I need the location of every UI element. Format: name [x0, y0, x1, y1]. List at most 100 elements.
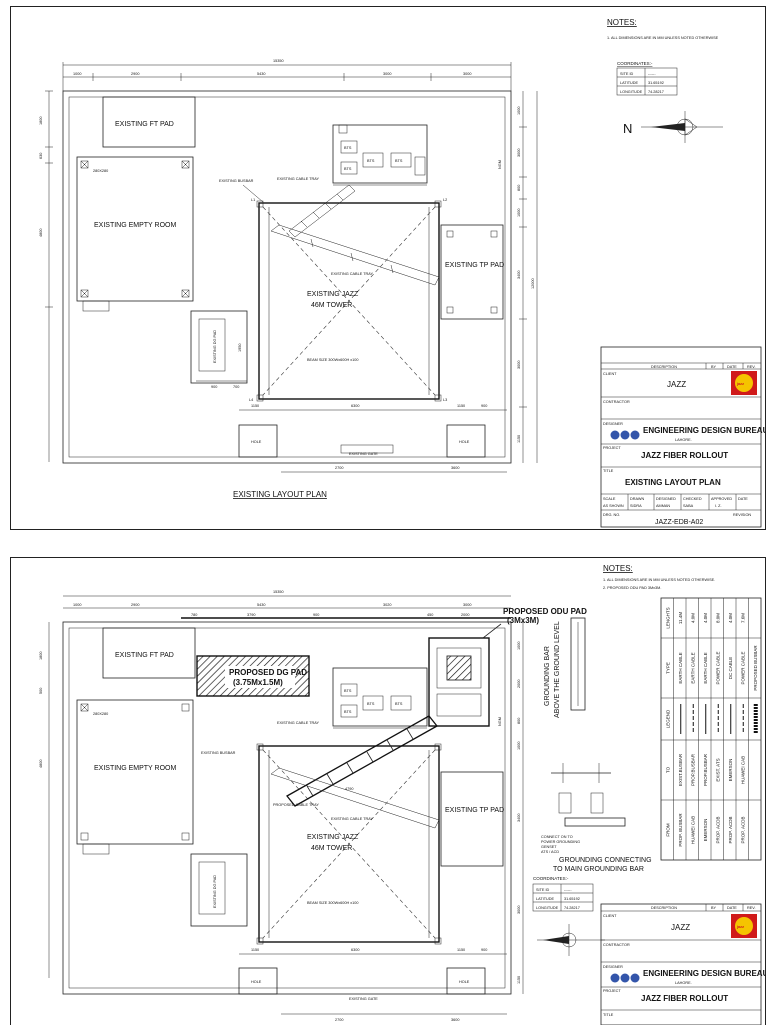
svg-text:ABOVE THE GROUND LEVEL: ABOVE THE GROUND LEVEL — [554, 621, 561, 718]
svg-text:ENGINEERING DESIGN BUREAU: ENGINEERING DESIGN BUREAU — [643, 426, 765, 435]
cable-cell: PROP. ACDB — [715, 817, 720, 844]
note-1: 1. ALL DIMENSIONS ARE IN MM UNLESS NOTED… — [603, 578, 715, 582]
svg-text:1150: 1150 — [517, 435, 521, 443]
svg-text:(3.75Mx1.5M): (3.75Mx1.5M) — [233, 678, 283, 687]
existing-cable-tray-label: EXISTING CABLE TRAY — [277, 177, 320, 181]
svg-text:JAZZ: JAZZ — [671, 923, 690, 932]
cable-header: TO — [665, 766, 670, 773]
existing-ft-pad — [102, 627, 196, 679]
svg-text:EXISTING TP PAD: EXISTING TP PAD — [445, 262, 504, 269]
svg-text:L4: L4 — [249, 398, 253, 402]
svg-text:EXISTING JAZZ: EXISTING JAZZ — [307, 291, 359, 298]
svg-text:I. Z.: I. Z. — [715, 504, 722, 508]
svg-text:1000: 1000 — [517, 107, 521, 115]
svg-text:GENSET: GENSET — [541, 845, 557, 849]
svg-text:DESIGNED: DESIGNED — [656, 497, 676, 501]
site-boundary — [62, 90, 512, 464]
svg-text:LATITUDE: LATITUDE — [536, 897, 555, 901]
svg-text:1000: 1000 — [517, 209, 521, 217]
svg-text:EXISTING CABLE TRAY: EXISTING CABLE TRAY — [331, 817, 374, 821]
title-block: DESCRIPTION BY DATE REV. CLIENT JAZZ jaz… — [600, 903, 765, 1025]
svg-text:31.65192: 31.65192 — [648, 81, 664, 85]
edb-logo-icon — [610, 973, 640, 983]
svg-text:AS SHOWN: AS SHOWN — [603, 504, 624, 508]
svg-text:5430: 5430 — [257, 72, 265, 76]
cable-cell: HUAWEI CAB — [690, 816, 695, 844]
grounding-bar-detail: GROUNDING BAR ABOVE THE GROUND LEVEL CON… — [541, 617, 652, 873]
left-dimensions: 1800 630 4800 — [39, 90, 53, 462]
svg-text:BTS: BTS — [395, 702, 403, 706]
svg-text:EXISTING LAYOUT PLAN: EXISTING LAYOUT PLAN — [625, 478, 721, 487]
svg-text:BTS: BTS — [395, 159, 403, 163]
bts-cluster: BTS BTS BTS BTS — [332, 124, 428, 186]
svg-text:15350: 15350 — [273, 590, 284, 594]
svg-text:1000: 1000 — [73, 72, 81, 76]
proposed-dg-pad: PROPOSED DG PAD (3.75Mx1.5M) — [196, 655, 310, 697]
svg-text:1950: 1950 — [238, 344, 242, 352]
cable-header: TYPE — [665, 662, 670, 674]
svg-text:800: 800 — [517, 185, 521, 191]
svg-text:SITE ID: SITE ID — [620, 72, 634, 76]
svg-text:3000: 3000 — [517, 906, 521, 914]
existing-jazz-tower: L1 L2 L3 L4 EXISTING JAZZ 46M TOWER BEAM… — [249, 198, 447, 402]
cable-header: LENGHTS — [665, 607, 670, 628]
svg-text:3400: 3400 — [517, 814, 521, 822]
cable-cell: EARTH CABLE — [678, 652, 683, 683]
svg-text:------: ------ — [564, 888, 572, 892]
north-arrow-icon — [537, 924, 605, 956]
north-arrow-icon: N — [623, 111, 723, 143]
proposed-layout-sheet: NOTES: 1. ALL DIMENSIONS ARE IN MM UNLES… — [10, 557, 766, 1025]
existing-jazz-tower: EXISTING JAZZ 46M TOWER BEAM SIZE 300Wx6… — [256, 743, 442, 945]
proposed-odu-pad: PROPOSED ODU PAD (3Mx3M) — [428, 607, 587, 727]
existing-empty-room: 280X280 EXISTING EMPTY ROOM — [76, 699, 194, 855]
svg-text:630: 630 — [39, 153, 43, 159]
cable-cell: 4.0M — [690, 613, 695, 623]
svg-text:DESIGNER: DESIGNER — [603, 965, 623, 969]
title-block: DESCRIPTION BY DATE REV. CLIENT JAZZ jaz… — [600, 346, 765, 528]
existing-ft-pad — [102, 96, 196, 148]
existing-cable-tray: EXISTING CABLE TRAY — [270, 767, 440, 829]
svg-text:280X280: 280X280 — [93, 712, 108, 716]
hole-left — [238, 424, 278, 458]
svg-text:1000: 1000 — [517, 642, 521, 650]
cable-cell: 4.0M — [703, 613, 708, 623]
svg-text:BEAM SIZE 300Wx600H x100: BEAM SIZE 300Wx600H x100 — [307, 901, 359, 905]
svg-text:1800: 1800 — [39, 652, 43, 660]
existing-busbar-label: EXISTING BUSBAR — [219, 179, 254, 183]
svg-text:1150: 1150 — [457, 404, 465, 408]
svg-text:SCALE: SCALE — [603, 497, 616, 501]
svg-text:DATE: DATE — [738, 497, 748, 501]
svg-text:EXISTING EMPTY ROOM: EXISTING EMPTY ROOM — [94, 765, 176, 772]
svg-text:5430: 5430 — [257, 603, 265, 607]
svg-text:REV.: REV. — [747, 906, 756, 910]
svg-text:780: 780 — [191, 613, 197, 617]
svg-text:PROJECT: PROJECT — [603, 446, 621, 450]
svg-text:6300: 6300 — [351, 404, 359, 408]
svg-text:3400: 3400 — [517, 271, 521, 279]
cable-cell: EARTH CABLE — [690, 652, 695, 683]
svg-text:1150: 1150 — [457, 948, 465, 952]
svg-text:CONTRACTOR: CONTRACTOR — [603, 943, 630, 947]
svg-text:HOLE: HOLE — [251, 980, 262, 984]
notes-title: NOTES: — [607, 18, 637, 27]
svg-text:AMMAN: AMMAN — [656, 504, 670, 508]
svg-text:2700: 2700 — [335, 1018, 343, 1022]
cable-cell: 7.6M — [740, 613, 745, 623]
svg-text:DRAWN: DRAWN — [630, 497, 644, 501]
right-dimensions: 1000 3000 800 1000 3400 3000 1150 12000 — [517, 91, 538, 463]
svg-text:EXISTING TP PAD: EXISTING TP PAD — [445, 807, 504, 814]
svg-text:SITE ID: SITE ID — [536, 888, 550, 892]
svg-text:900: 900 — [481, 948, 487, 952]
svg-text:BY: BY — [711, 906, 717, 910]
svg-text:500: 500 — [39, 688, 43, 694]
plan-title: EXISTING LAYOUT PLAN — [233, 490, 327, 499]
cable-cell: PROP. ACDB — [740, 817, 745, 844]
coordinates-table: COORDINATES:- SITE ID ------ LATITUDE 31… — [532, 876, 594, 912]
svg-text:JAZZ-EDB-A02: JAZZ-EDB-A02 — [655, 519, 703, 526]
svg-text:15350: 15350 — [273, 59, 284, 63]
svg-text:(3Mx3M): (3Mx3M) — [507, 616, 539, 625]
svg-text:2700: 2700 — [335, 466, 343, 470]
svg-text:BTS: BTS — [344, 167, 352, 171]
svg-text:LAHORE.: LAHORE. — [675, 981, 692, 985]
svg-text:EXISTING CABLE TRAY: EXISTING CABLE TRAY — [331, 272, 374, 276]
